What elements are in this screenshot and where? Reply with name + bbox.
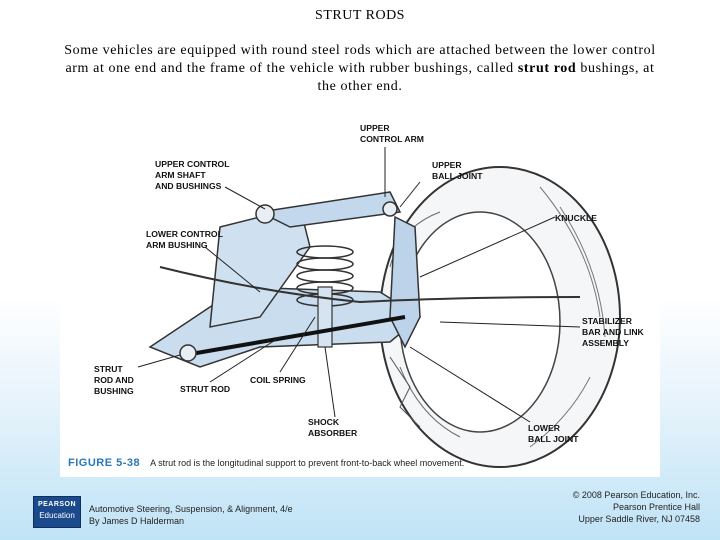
label-stabilizer-bar: STABILIZER BAR AND LINK ASSEMBLY bbox=[582, 316, 644, 348]
footer-location: Upper Saddle River, NJ 07458 bbox=[578, 514, 700, 524]
slide-title: STRUT RODS bbox=[315, 8, 405, 23]
label-strut-rod: STRUT ROD bbox=[180, 384, 231, 394]
shock-absorber bbox=[317, 286, 333, 348]
slide-body-text: Some vehicles are equipped with round st… bbox=[60, 42, 660, 96]
suspension-illustration bbox=[137, 147, 621, 468]
logo-text-pearson: PEARSON bbox=[37, 501, 77, 508]
label-lower-control-arm-bushing: LOWER CONTROL ARM BUSHING bbox=[146, 229, 223, 250]
body-text-end: bushings, at the other end. bbox=[317, 61, 655, 94]
logo-text-education: Education bbox=[39, 511, 75, 520]
label-upper-ball-joint: UPPER BALL JOINT bbox=[432, 160, 483, 181]
tire-graphic bbox=[379, 166, 621, 468]
pearson-logo: PEARSON Education bbox=[33, 496, 81, 528]
upper-control-arm bbox=[257, 191, 402, 228]
footer-book-info: Automotive Steering, Suspension, & Align… bbox=[89, 503, 293, 527]
knuckle bbox=[389, 215, 421, 349]
figure-caption: FIGURE 5-38 A strut rod is the longitudin… bbox=[68, 457, 464, 469]
body-text-start: Some vehicles are equipped with round st… bbox=[64, 43, 656, 76]
label-lower-ball-joint: LOWER BALL JOINT bbox=[528, 423, 579, 444]
footer-book-title: Automotive Steering, Suspension, & Align… bbox=[89, 504, 293, 514]
label-upper-control-arm-shaft: UPPER CONTROL ARM SHAFT AND BUSHINGS bbox=[155, 159, 230, 191]
label-upper-control-arm: UPPER CONTROL ARM bbox=[360, 123, 424, 144]
label-knuckle: KNUCKLE bbox=[555, 213, 598, 223]
stabilizer-bar bbox=[159, 266, 581, 304]
leader-lines bbox=[137, 147, 581, 423]
figure-number: FIGURE 5-38 bbox=[68, 457, 141, 469]
label-strut-rod-and-bushing: STRUT ROD AND BUSHING bbox=[94, 364, 134, 396]
suspension-figure: UPPER CONTROL ARM UPPER CONTROL ARM SHAF… bbox=[60, 117, 660, 477]
figure-caption-text: A strut rod is the longitudinal support … bbox=[150, 458, 465, 468]
footer-copyright-info: © 2008 Pearson Education, Inc. Pearson P… bbox=[573, 489, 700, 525]
footer-publisher: Pearson Prentice Hall bbox=[612, 502, 700, 512]
footer-copyright: © 2008 Pearson Education, Inc. bbox=[572, 490, 700, 500]
footer-author: By James D Halderman bbox=[89, 516, 185, 526]
strut-rod bbox=[184, 315, 406, 357]
label-coil-spring: COIL SPRING bbox=[250, 375, 306, 385]
body-text-bold-term: strut rod bbox=[517, 61, 577, 76]
label-shock-absorber: SHOCK ABSORBER bbox=[308, 417, 358, 438]
